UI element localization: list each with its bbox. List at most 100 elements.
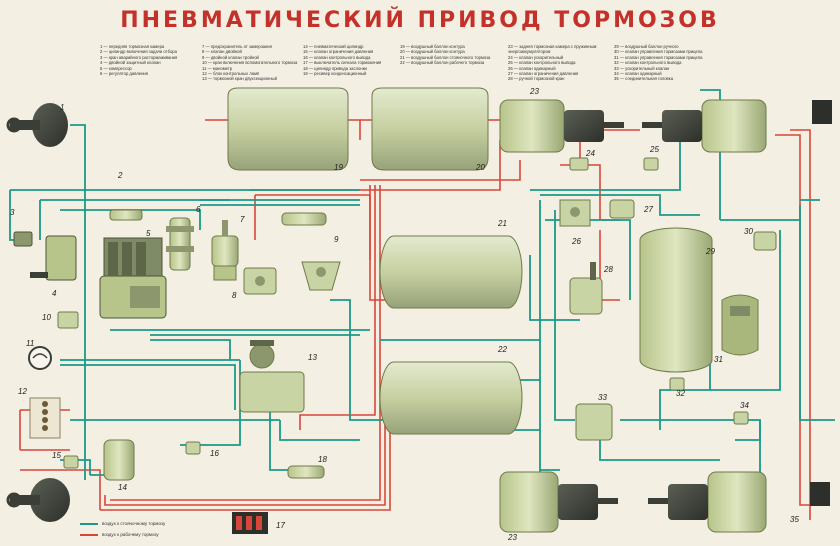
legend-item: 26 — клапан одинарный <box>508 65 556 71</box>
reservoir-20 <box>371 87 489 171</box>
legend-column-5: 23 — задняя тормозная камера с пружинным… <box>508 44 608 82</box>
legend-item: 2 — цилиндр включения задачи отбора <box>100 49 177 55</box>
legend-item: 3 — кран аварийного растормаживания <box>100 54 178 60</box>
receiver-21 <box>379 235 523 309</box>
pressure-regulator <box>166 217 194 271</box>
red-pipe <box>299 185 376 430</box>
callout-33: 33 <box>598 393 607 402</box>
callout-21: 21 <box>497 219 507 228</box>
green-pipe <box>70 419 360 441</box>
quadruple-valve <box>301 261 341 291</box>
legend-item: 18 — цилиндр привода заслонки <box>303 65 367 71</box>
green-pipe-network <box>9 89 835 520</box>
callout-16: 16 <box>210 449 219 458</box>
legend-item: 31 — клапан управления тормозами прицепа <box>614 54 703 60</box>
green-pipe <box>700 89 800 221</box>
callout-2: 2 <box>117 171 123 180</box>
callout-7: 7 <box>240 215 245 224</box>
red-pipe <box>110 420 381 501</box>
callout-27: 27 <box>643 205 653 214</box>
single-valve-26 <box>559 199 591 227</box>
legend-item: 5 — компрессор <box>100 65 132 71</box>
legend-item: 19 — ресивер конденсационный <box>303 71 367 77</box>
test-port-16 <box>185 441 201 455</box>
callout-14: 14 <box>118 483 127 492</box>
legend-item: 32 — клапан контрольного вывода <box>614 60 682 66</box>
legend-item: 28 — ручной тормозной кран <box>508 76 565 82</box>
callout-8: 8 <box>232 291 237 300</box>
callout-34: 34 <box>740 401 749 410</box>
coupling-head-35 <box>810 100 832 506</box>
callout-15: 15 <box>52 451 61 460</box>
callout-1: 1 <box>60 103 64 112</box>
green-pipe <box>70 124 86 480</box>
green-pipe <box>599 435 720 461</box>
receiver-22 <box>379 361 523 435</box>
legend-item: 4 — двойной защитный клапан <box>100 60 161 66</box>
receiver-29 <box>639 227 713 373</box>
trailer-valve-30 <box>753 231 777 251</box>
front-brake-chamber-top <box>6 103 68 147</box>
exhaust-brake-cylinder-18 <box>287 465 325 479</box>
green-pipe <box>539 200 560 471</box>
callout-6: 6 <box>196 205 201 214</box>
callout-22: 22 <box>497 345 507 354</box>
legend-column-4: 19 — воздушный баллон контура 20 — возду… <box>400 44 500 66</box>
legend-item: 25 — клапан контрольного вывода <box>508 60 576 66</box>
key-label-service: воздух к рабочему тормозу <box>102 532 159 537</box>
callout-26: 26 <box>571 237 581 246</box>
legend-item: 19 — воздушный баллон контура <box>400 44 465 49</box>
red-pipe <box>360 160 521 181</box>
callout-19: 19 <box>334 163 343 172</box>
green-pipe <box>529 255 580 321</box>
accelerator-valve-33 <box>575 403 613 441</box>
legend-column-2: 7 — предохранитель от замерзания 8 — кла… <box>202 44 302 82</box>
emergency-release-valve <box>13 231 33 247</box>
legend-item: 30 — клапан управления тормозами прицепа <box>614 49 703 55</box>
green-pipe <box>150 334 360 360</box>
brake-valve <box>239 340 305 413</box>
legend-item: 23 — задняя тормозная камера с пружинным… <box>508 44 597 55</box>
legend-item: 14 — пневматический цилиндр <box>303 44 364 49</box>
green-pipe <box>330 299 400 421</box>
stop-light-switch-17 <box>232 512 268 534</box>
compressor <box>99 237 167 319</box>
green-pipe <box>180 360 241 446</box>
green-pipe <box>200 199 360 206</box>
pressure-limit-valve-27 <box>609 199 635 219</box>
warning-lamp-block <box>29 397 61 439</box>
callout-28: 28 <box>603 265 613 274</box>
trailer-valve-31 <box>721 294 759 356</box>
legend-item: 1 — передняя тормозная камера <box>100 44 165 49</box>
green-pipe <box>60 209 201 230</box>
callout-labels: 1 2 3 4 5 6 7 8 9 10 11 12 13 14 15 16 1… <box>10 87 799 542</box>
callout-13: 13 <box>308 353 317 362</box>
callout-35: 35 <box>790 515 799 524</box>
rear-brake-chamber-bottom-left <box>499 471 618 533</box>
legend-item: 29 — воздушный баллон ручного <box>614 44 679 49</box>
callout-18: 18 <box>318 455 327 464</box>
diagram-title: ПНЕВМАТИЧЕСКИЙ ПРИВОД ТОРМОЗОВ <box>120 8 720 33</box>
green-pipe <box>799 199 835 421</box>
red-pipe <box>775 134 820 506</box>
red-pipe <box>20 469 101 510</box>
rear-brake-chamber-top-left <box>499 99 624 153</box>
callout-29: 29 <box>705 247 715 256</box>
legend-item: 12 — блок контрольных ламп <box>202 71 260 77</box>
legend-item: 27 — клапан ограничения давления <box>508 71 579 77</box>
freeze-protector <box>211 220 239 281</box>
aux-brake-valve <box>57 311 79 329</box>
legend-column-1: 1 — передняя тормозная камера 2 — цилинд… <box>100 44 200 76</box>
unloading-cylinder <box>109 209 143 221</box>
test-port-25 <box>643 157 659 171</box>
hand-brake-valve-28 <box>569 262 603 315</box>
legend-item: 20 — воздушный баллон контура <box>400 49 465 55</box>
pneumatic-cylinder-14 <box>103 439 135 481</box>
legend-item: 6 — регулятор давления <box>100 71 149 77</box>
legend-item: 17 — выключатель сигнала торможения <box>303 60 382 66</box>
callout-10: 10 <box>42 313 51 322</box>
callout-30: 30 <box>744 227 753 236</box>
green-pipe <box>554 210 575 421</box>
